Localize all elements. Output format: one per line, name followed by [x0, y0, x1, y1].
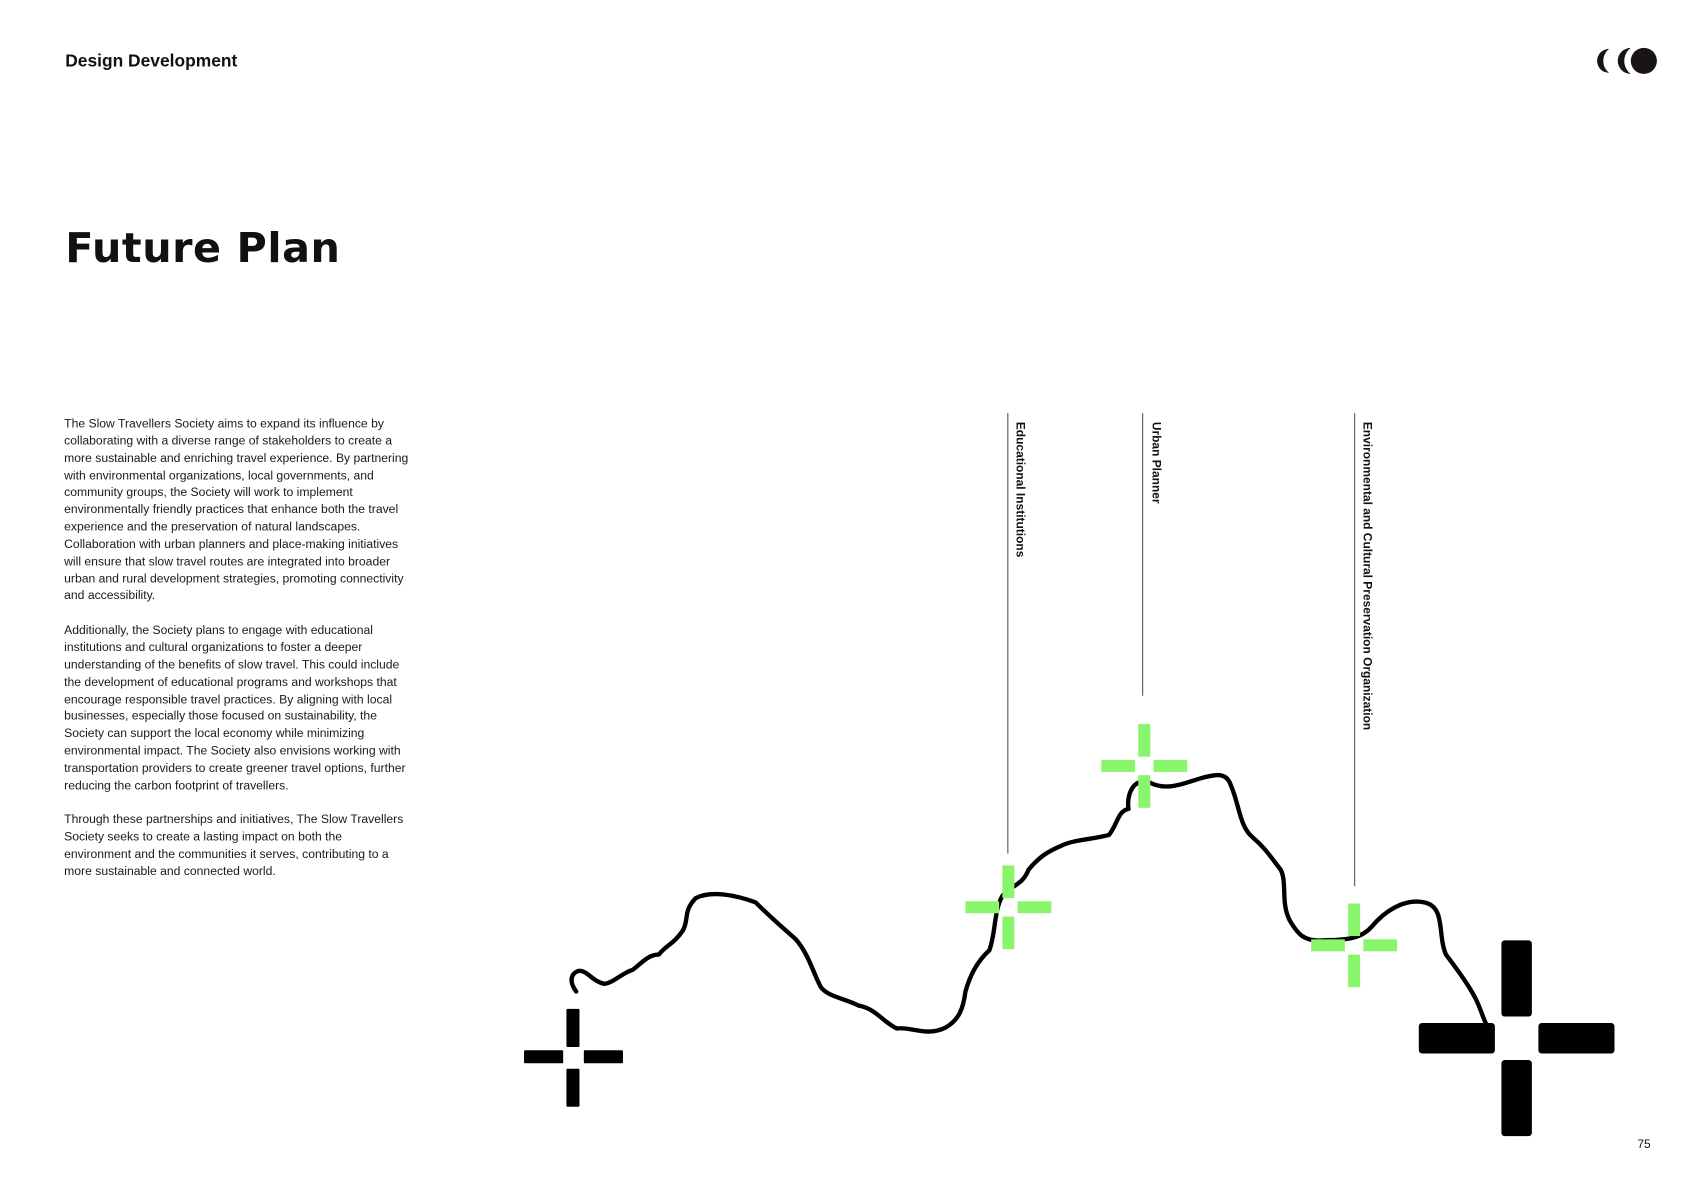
end-cross-icon [1418, 940, 1615, 1137]
milestone-cross-icon [965, 865, 1052, 950]
page-number: 75 [1637, 1138, 1651, 1152]
body-text: The Slow Travellers Society aims to expa… [64, 416, 412, 898]
milestone-cross-icon [1101, 724, 1188, 808]
milestone-cross-icon [1311, 903, 1398, 988]
paragraph: Through these partnerships and initiativ… [64, 813, 404, 879]
paragraph: The Slow Travellers Society aims to expa… [64, 417, 409, 603]
start-cross-icon [524, 1008, 623, 1107]
milestone-label-preservation-organization: Environmental and Cultural Preservation … [1360, 421, 1374, 731]
milestone-label-urban-planner: Urban Planner [1149, 421, 1163, 504]
paragraph: Additionally, the Society plans to engag… [64, 624, 406, 793]
section-header: Design Development [65, 52, 238, 71]
milestone-label-educational-institutions: Educational Institutions [1013, 421, 1027, 558]
page-title: Future Plan [65, 223, 341, 272]
